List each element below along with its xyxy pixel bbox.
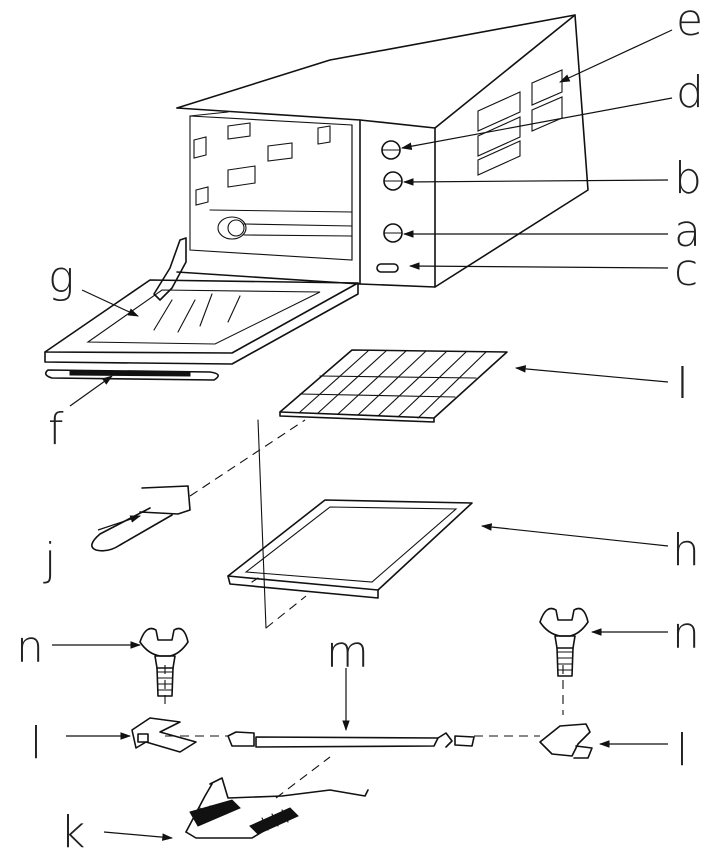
callout-n-right: n	[672, 608, 700, 659]
control-panel	[376, 140, 403, 273]
callout-c: c	[674, 245, 698, 296]
assembly-guide-lines	[164, 419, 564, 799]
callout-h: h	[672, 525, 700, 576]
callout-l-right: l	[676, 725, 688, 776]
oven-body	[153, 14, 589, 301]
control-knob-upper[interactable]	[381, 140, 401, 160]
arrow-h	[480, 523, 669, 547]
rotisserie-fork-right	[539, 723, 593, 759]
arrow-c	[408, 262, 669, 270]
leader-arrows	[52, 29, 673, 841]
callout-e: e	[676, 0, 703, 46]
wing-screw-right	[539, 607, 589, 677]
wing-screw-left	[139, 627, 189, 697]
callout-labels: e d b a c g f I j h n n m l l k	[16, 0, 704, 857]
arrow-i	[514, 365, 669, 383]
arrow-g	[81, 289, 139, 317]
rotisserie-fork-left	[131, 717, 197, 753]
wire-rack	[279, 349, 508, 423]
callout-a: a	[674, 206, 701, 257]
indicator-lamp	[376, 263, 399, 273]
skewers	[185, 777, 369, 839]
callout-f: f	[48, 404, 64, 455]
baking-tray	[227, 499, 473, 599]
arrow-b	[402, 178, 669, 186]
callout-j: j	[43, 534, 56, 585]
arrow-f	[69, 375, 113, 407]
callout-n-left: n	[16, 622, 44, 673]
callout-g: g	[48, 252, 74, 303]
arrow-e	[559, 29, 673, 83]
callout-b: b	[674, 153, 702, 204]
glass-door	[44, 279, 359, 365]
arrow-d	[400, 97, 673, 150]
tray-handle	[91, 485, 191, 552]
control-knob-lower[interactable]	[383, 223, 403, 243]
arrow-k	[103, 831, 174, 841]
arrow-j	[97, 515, 142, 531]
rotisserie-spit	[227, 731, 475, 748]
control-knob-middle[interactable]	[383, 171, 403, 191]
side-vents	[477, 69, 563, 176]
callout-i: I	[676, 358, 689, 409]
callout-k: k	[60, 807, 85, 857]
callout-l-left: l	[30, 718, 42, 769]
callout-d: d	[676, 67, 704, 118]
door-handle[interactable]	[44, 369, 219, 381]
callout-m: m	[326, 627, 369, 678]
